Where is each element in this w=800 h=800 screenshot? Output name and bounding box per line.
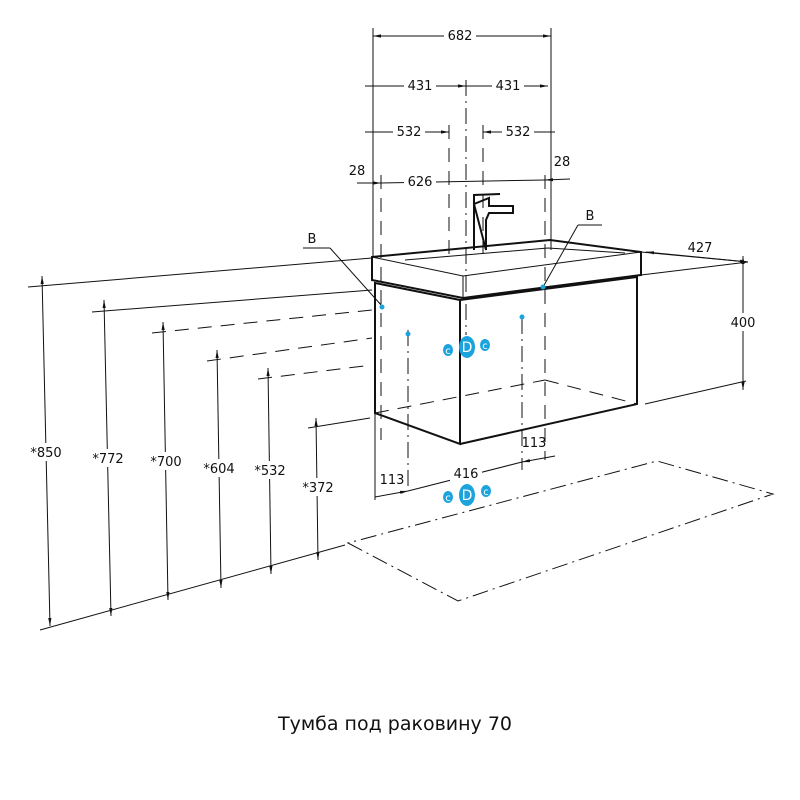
marker-c-label: c — [483, 487, 489, 498]
dimension-626: 28 626 28 — [349, 155, 571, 190]
drawing-caption: Тумба под раковину 70 — [277, 713, 512, 735]
dim-113-left-label: 113 — [380, 473, 405, 488]
bottom-dimensions: 113 416 113 — [374, 436, 556, 498]
dim-431-left-label: 431 — [408, 79, 433, 94]
connection-markers-floor: c D c — [443, 484, 491, 506]
height-772-label: *772 — [92, 452, 123, 467]
connection-markers-top: c D c — [443, 336, 490, 358]
height-700-label: *700 — [150, 455, 181, 470]
marker-c-label: c — [482, 341, 488, 352]
marker-c-label: c — [445, 346, 451, 357]
dimension-431: 431 431 — [365, 77, 548, 94]
dimension-682: 682 — [373, 27, 551, 44]
height-532-label: *532 — [254, 464, 285, 479]
mount-point — [405, 331, 411, 337]
marker-b-left-label: B — [308, 232, 317, 247]
faucet — [472, 193, 514, 251]
washbasin — [371, 238, 642, 300]
cabinet — [374, 275, 638, 446]
marker-b-right-label: B — [586, 209, 595, 224]
marker-c-label: c — [445, 493, 451, 504]
dim-427-label: 427 — [688, 241, 713, 256]
dim-431-right-label: 431 — [496, 79, 521, 94]
dimension-427: 427 — [640, 241, 749, 276]
extension-lines — [372, 28, 552, 500]
dim-28-left-label: 28 — [349, 164, 366, 179]
height-372-label: *372 — [302, 481, 333, 496]
floor-footprint — [346, 460, 775, 602]
dim-28-right-label: 28 — [554, 155, 571, 170]
height-dimensions: *850 *772 *700 *604 *532 *372 — [26, 275, 338, 627]
dim-113-right-label: 113 — [522, 436, 547, 451]
dim-682-label: 682 — [448, 29, 473, 44]
mount-point — [519, 314, 525, 320]
height-850-label: *850 — [30, 446, 61, 461]
dimension-532: 532 532 — [365, 123, 555, 140]
marker-d-label: D — [462, 340, 473, 356]
marker-d-label: D — [462, 488, 473, 504]
dim-532-left-label: 532 — [397, 125, 422, 140]
dimension-400: 400 — [644, 256, 760, 405]
wall-lines — [27, 257, 638, 631]
dim-626-label: 626 — [408, 175, 433, 190]
dim-532-right-label: 532 — [506, 125, 531, 140]
dim-400-label: 400 — [731, 316, 756, 331]
height-604-label: *604 — [203, 462, 234, 477]
dim-416-label: 416 — [454, 467, 479, 482]
marker-b-left: B — [303, 232, 385, 310]
marker-b-right: B — [540, 209, 602, 290]
